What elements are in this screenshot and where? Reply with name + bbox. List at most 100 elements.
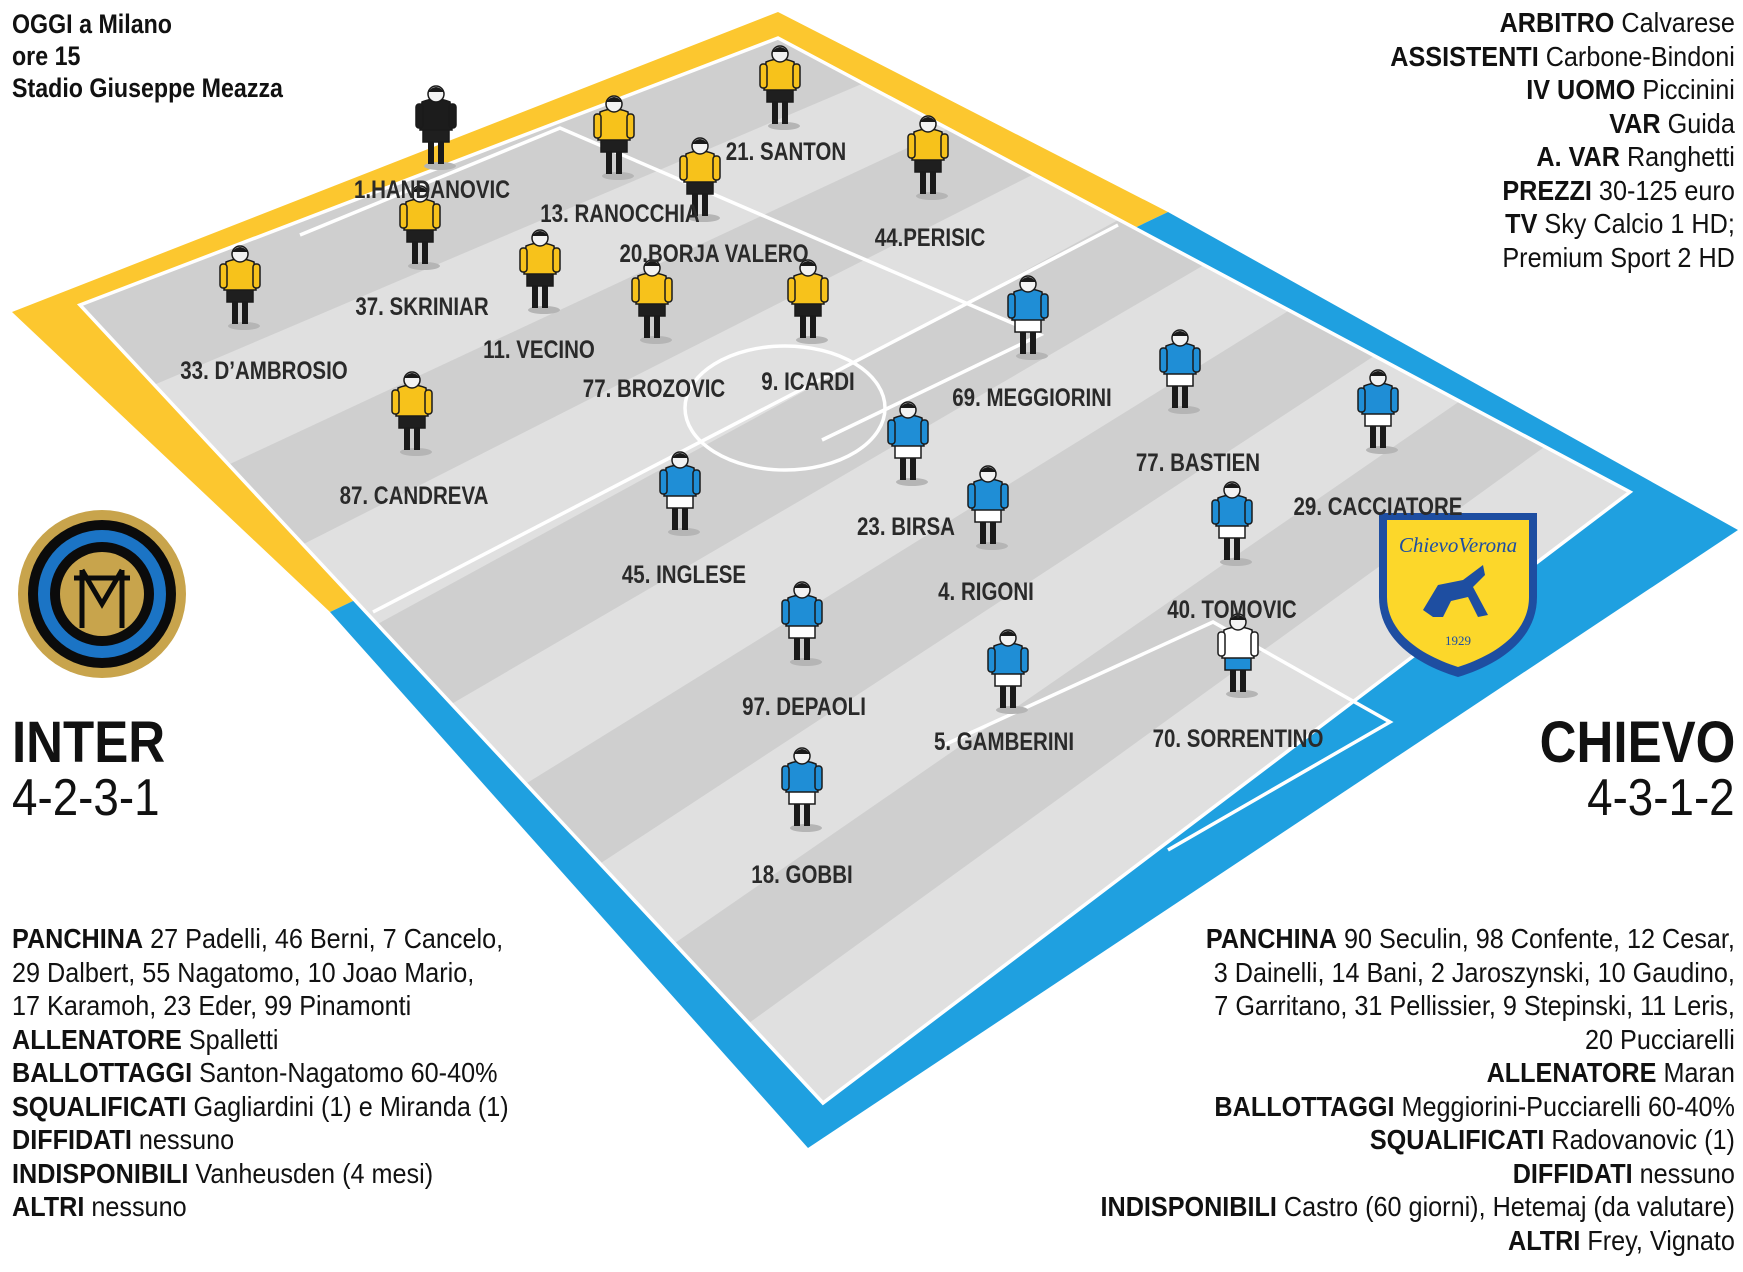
official-value: Sky Calcio 1 HD; [1544,208,1735,239]
inter-badge [18,510,186,678]
chievo-note-line: DIFFIDATI nessuno [1101,1157,1735,1191]
official-label: ASSISTENTI [1390,40,1539,72]
inter-player-name: 13. RANOCCHIA [540,200,700,228]
pitch-surface [80,38,1630,1103]
chievo-note-value: Meggiorini-Pucciarelli 60-40% [1401,1090,1735,1122]
player-figure [1007,275,1049,360]
official-line: IV UOMO Piccinini [1390,73,1735,107]
official-value: Premium Sport 2 HD [1502,241,1735,273]
player-figure [1211,481,1253,566]
player-figure [787,259,829,344]
inter-note-value: Vanheusden (4 mesi) [195,1157,434,1189]
player-figure [1217,613,1259,698]
chievo-player-name: 45. INGLESE [621,561,747,589]
chievo-player-name: 23. BIRSA [857,513,955,541]
inter-note-line: PANCHINA 27 Padelli, 46 Berni, 7 Cancelo… [12,922,509,956]
inter-player-name: 77. BROZOVIC [582,375,726,403]
chievo-note-line: ALLENATORE Maran [1101,1056,1735,1090]
chievo-note-value: 90 Seculin, 98 Confente, 12 Cesar, [1344,923,1735,954]
pitch-lines [76,36,1634,1106]
inter-note-line: INDISPONIBILI Vanheusden (4 mesi) [12,1157,509,1191]
chievo-note-label: BALLOTTAGGI [1214,1090,1395,1122]
chievo-player-name: 70. SORRENTINO [1152,725,1324,753]
chievo-note-value: Castro (60 giorni), Hetemaj (da valutare… [1284,1191,1735,1222]
match-time: ore 15 [12,41,81,71]
chievo-note-line: BALLOTTAGGI Meggiorini-Pucciarelli 60-40… [1101,1090,1735,1124]
chievo-note-value: 7 Garritano, 31 Pellissier, 9 Stepinski,… [1214,990,1735,1021]
chievo-note-label: DIFFIDATI [1512,1157,1633,1189]
inter-note-value: Santon-Nagatomo 60-40% [199,1057,498,1088]
inter-note-value: nessuno [138,1124,235,1155]
official-label: ARBITRO [1499,7,1615,38]
official-line: A. VAR Ranghetti [1390,140,1735,174]
pitch-stripe [377,219,1204,704]
player-figure [519,229,561,314]
official-line: VAR Guida [1390,107,1735,141]
inter-player-name: 87. CANDREVA [339,482,489,510]
pitch-stripe [228,128,1034,545]
inter-note-line: ALLENATORE Spalletti [12,1023,509,1057]
player-figure [759,45,801,130]
chievo-note-label: INDISPONIBILI [1100,1191,1278,1222]
chievo-note-value: nessuno [1639,1157,1735,1189]
pitch-stripe [674,401,1545,1024]
inter-formation: 4-2-3-1 [12,769,160,827]
official-label: PREZZI [1502,174,1593,206]
chievo-player-name: 18. GOBBI [751,861,853,889]
inter-note-value: 17 Karamoh, 23 Eder, 99 Pinamonti [12,990,412,1021]
chievo-note-line: 20 Pucciarelli [1101,1023,1735,1057]
inter-note-line: DIFFIDATI nessuno [12,1123,509,1157]
inter-note-label: ALLENATORE [12,1023,182,1055]
chievo-player-name: 29. CACCIATORE [1293,493,1463,521]
official-line: TV Sky Calcio 1 HD; [1390,207,1735,241]
inter-note-label: DIFFIDATI [12,1124,132,1155]
player-figure [391,371,433,456]
player-figure [679,137,721,222]
inter-player-name: 44.PERISIC [874,224,986,252]
inter-note-value: 27 Padelli, 46 Berni, 7 Cancelo, [150,923,504,954]
chievo-player-name: 4. RIGONI [938,578,1034,606]
official-label: A. VAR [1536,141,1621,172]
match-date: OGGI a Milano [12,9,172,39]
chievo-note-line: SQUALIFICATI Radovanovic (1) [1101,1123,1735,1157]
player-figure [399,185,441,270]
inter-note-value: nessuno [91,1191,187,1222]
inter-player-name: 1.HANDANOVIC [353,176,511,204]
official-value: Ranghetti [1627,141,1735,172]
player-figure [631,259,673,344]
chievo-note-label: ALLENATORE [1486,1057,1657,1088]
inter-note-line: 29 Dalbert, 55 Nagatomo, 10 Joao Mario, [12,956,509,990]
pitch-stripe [525,310,1375,864]
chievo-note-value: Frey, Vignato [1587,1224,1735,1256]
svg-text:1929: 1929 [1445,633,1471,648]
inter-team-name: INTER [12,710,166,775]
inter-notes: PANCHINA 27 Padelli, 46 Berni, 7 Cancelo… [12,922,509,1224]
player-figure [1159,329,1201,414]
official-line: PREZZI 30-125 euro [1390,174,1735,208]
inter-note-value: 29 Dalbert, 55 Nagatomo, 10 Joao Mario, [12,956,475,988]
chievo-note-label: PANCHINA [1205,923,1338,954]
official-value: Calvarese [1621,7,1735,38]
chievo-note-value: Maran [1663,1057,1735,1088]
svg-text:ChievoVerona: ChievoVerona [1399,533,1517,557]
inter-player-name: 20.BORJA VALERO [619,240,809,268]
chievo-player-name: 97. DEPAOLI [742,693,866,721]
official-label: VAR [1609,107,1661,139]
chievo-note-line: 3 Dainelli, 14 Bani, 2 Jaroszynski, 10 G… [1101,956,1735,990]
player-figure [659,451,701,536]
match-venue: Stadio Giuseppe Meazza [12,73,283,103]
inter-note-line: ALTRI nessuno [12,1190,509,1224]
chievo-note-line: INDISPONIBILI Castro (60 giorni), Hetema… [1101,1190,1735,1224]
inter-note-label: SQUALIFICATI [12,1090,187,1122]
match-info: OGGI a Milano ore 15 Stadio Giuseppe Mea… [12,8,283,104]
player-figure [781,581,823,666]
pitch-stripe [80,38,864,385]
inter-player-name: 33. D’AMBROSIO [180,357,348,385]
chievo-note-value: Radovanovic (1) [1551,1124,1735,1155]
chievo-note-label: SQUALIFICATI [1369,1124,1545,1155]
player-figure [907,115,949,200]
player-figure [593,95,635,180]
inter-note-line: BALLOTTAGGI Santon-Nagatomo 60-40% [12,1056,509,1090]
